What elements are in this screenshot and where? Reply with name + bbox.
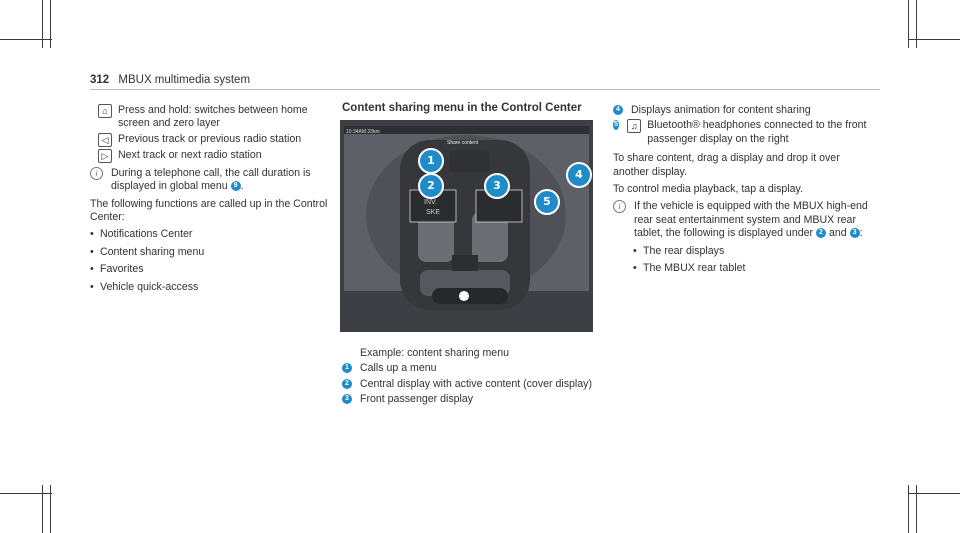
note-period: . [240,180,244,193]
rear-entertainment-note: If the vehicle is equipped with the MBUX… [634,200,873,240]
info-icon: i [613,200,626,214]
next-track-icon: ▷ [98,148,112,163]
page-number: 312 [90,74,110,86]
callout-9: 9 [230,181,241,192]
crop-mark [908,0,909,48]
crop-mark [0,493,52,494]
callout-4: 4 [566,162,592,188]
legend-item-5: Bluetooth® headphones connected to the f… [647,119,867,145]
crop-mark [908,485,909,533]
callout-4-marker: 4 [613,105,623,115]
callout-2-marker: 2 [342,378,352,389]
right-column: 4 Displays animation for content sharing… [613,104,873,276]
previous-text: Previous track or previous radio station [118,132,302,145]
playback-instructions: To control media playback, tap a display… [613,183,804,196]
crop-mark [50,0,51,48]
home-text: Press and hold: switches between home sc… [118,104,308,130]
list-item: Vehicle quick-access [90,281,330,295]
control-center-screenshot: 10:34AM 33km Share content INV. SKE 1 2 … [340,120,593,332]
list-item: Content sharing menu [90,246,330,260]
page-title: MBUX multimedia system [118,74,251,86]
screen-illustration: 10:34AM 33km Share content INV. SKE [340,120,593,332]
share-content-label: Share content [447,140,479,146]
middle-legend: Example: content sharing menu 1 Calls up… [342,347,594,407]
legend-item-4: Displays animation for content sharing [631,104,811,116]
callout-1-marker: 1 [342,363,352,374]
callout-5: 5 [534,189,560,215]
home-icon: ⌂ [98,104,112,118]
left-column: ⌂ Press and hold: switches between home … [90,104,330,294]
control-center-intro: The following functions are called up in… [90,197,328,224]
headphones-icon: ♫ [627,119,642,134]
crop-mark [908,493,960,494]
note-text: If the vehicle is equipped with the MBUX… [634,200,868,240]
header-divider [90,89,880,90]
display-text-1: INV. [424,199,437,206]
share-instructions: To share content, drag a display and dro… [613,152,840,178]
callout-2-inline: 2 [815,228,826,239]
note-text: During a telephone call, the call durati… [111,166,311,193]
legend-item-3: Front passenger display [360,393,474,406]
note-colon: : [859,227,863,240]
crop-mark [50,485,51,533]
crop-mark [916,485,917,533]
section-heading: Content sharing menu in the Control Cent… [342,102,582,114]
callout-2: 2 [418,173,444,199]
list-item: The rear displays [633,245,873,259]
status-bar-text: 10:34AM 33km [346,129,380,135]
legend-item-1: Calls up a menu [360,362,437,375]
previous-track-icon: ◁ [98,132,112,147]
note-and: and [828,227,847,240]
info-icon: i [90,166,103,180]
next-text: Next track or next radio station [118,148,262,161]
crop-mark [0,39,52,40]
list-item: The MBUX rear tablet [633,262,873,276]
example-caption: Example: content sharing menu [360,347,509,359]
list-item: Notifications Center [90,228,330,242]
callout-5-marker: 5 [613,120,620,131]
crop-mark [916,0,917,48]
page-header: 312 MBUX multimedia system [90,74,250,86]
crop-mark [908,39,960,40]
crop-mark [42,485,43,533]
legend-item-2: Central display with active content (cov… [360,377,592,390]
callout-3-marker: 3 [342,394,352,405]
list-item: Favorites [90,263,330,277]
display-text-2: SKE [426,209,440,216]
call-duration-note: During a telephone call, the call durati… [111,167,330,194]
callout-3-inline: 3 [849,228,860,239]
callout-1: 1 [418,148,444,174]
callout-3: 3 [484,173,510,199]
crop-mark [42,0,43,48]
